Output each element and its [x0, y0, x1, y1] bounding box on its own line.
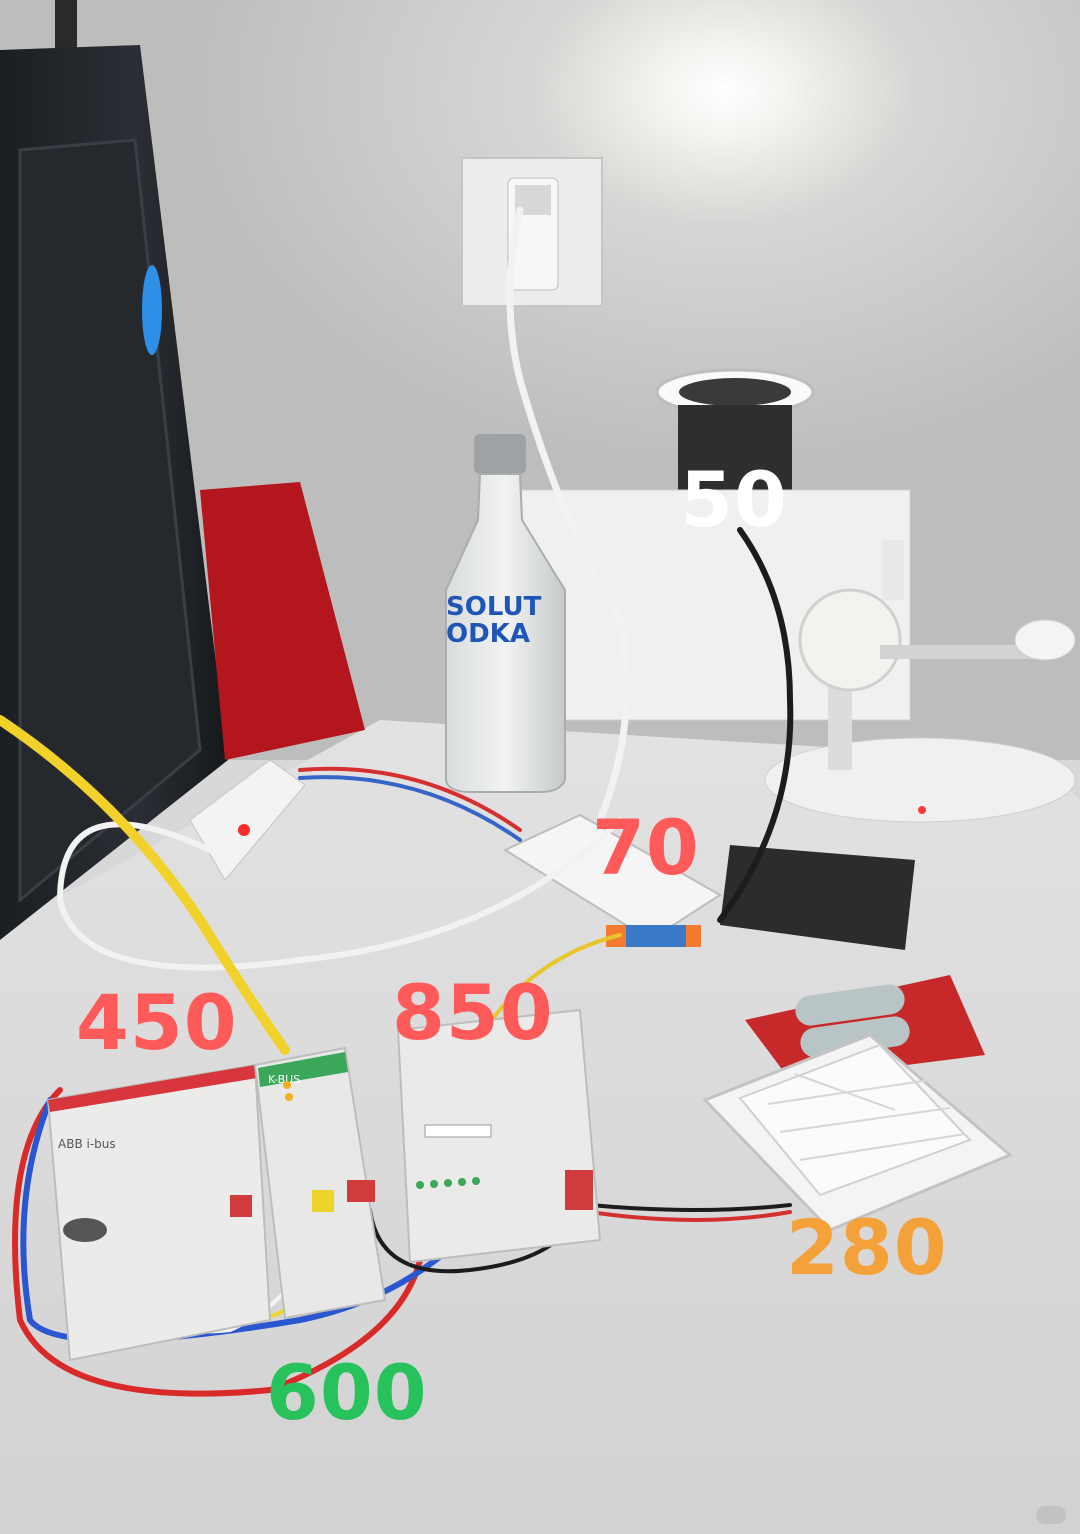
- price-label-driver: 70: [592, 803, 700, 892]
- svg-text:ODKA: ODKA: [446, 619, 530, 649]
- led-driver: [502, 813, 722, 947]
- ip-router: K-BUS: [253, 1046, 387, 1320]
- svg-text:SOLUT: SOLUT: [446, 592, 542, 622]
- pc-tower: [0, 0, 228, 940]
- power-strip: [189, 759, 306, 881]
- vodka-bottle: SOLUT ODKA: [445, 434, 566, 793]
- price-label-dimmer-module: 850: [392, 968, 554, 1057]
- downlight: [655, 368, 815, 495]
- wall-socket: [461, 157, 603, 307]
- svg-text:ABB i-bus: ABB i-bus: [58, 1137, 116, 1151]
- dimmer-module: [396, 1008, 602, 1264]
- charging-stand: [764, 588, 1076, 823]
- price-label-wall-switch: 280: [786, 1203, 948, 1292]
- wall-switch: [702, 1033, 1013, 1232]
- svg-text:K-BUS: K-BUS: [268, 1073, 300, 1086]
- power-led-icon: [142, 265, 162, 355]
- red-bag: [200, 482, 365, 760]
- price-label-knx-power-supply: 600: [266, 1348, 428, 1437]
- knx-power-supply: ABB i-bus: [46, 1063, 272, 1362]
- battery-pack: [745, 975, 985, 1080]
- price-label-ip-router: 450: [76, 978, 238, 1067]
- watermark-badge: [1036, 1506, 1066, 1524]
- price-label-downlight: 50: [680, 455, 788, 544]
- wiring: [0, 206, 794, 1397]
- black-pouch: [720, 845, 915, 950]
